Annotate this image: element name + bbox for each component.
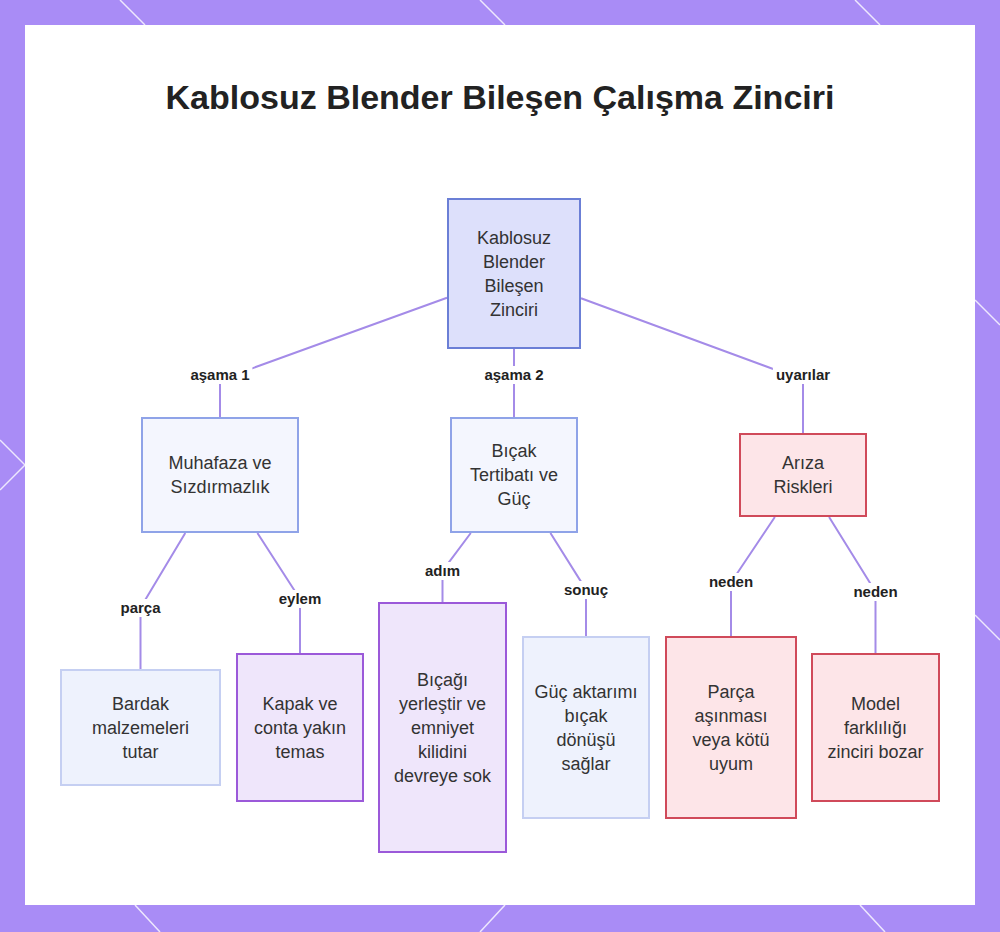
- edge-label: uyarılar: [773, 366, 833, 384]
- node-text: Kapak ve conta yakın temas: [248, 692, 352, 764]
- part-box: Bardak malzemeleri tutar: [60, 669, 221, 786]
- edge-label: parça: [117, 599, 163, 617]
- node-text: Parça aşınması veya kötü uyum: [677, 680, 785, 776]
- node-text: Bardak malzemeleri tutar: [72, 692, 209, 764]
- edge-label: aşama 2: [481, 366, 546, 384]
- node-text-group: Model farklılığı zinciri bozar: [823, 692, 928, 764]
- node-text-group: Bardak malzemeleri tutar: [72, 692, 209, 764]
- node-text-group: Bıçak Tertibatı ve Güç: [462, 439, 566, 511]
- node-text: Model farklılığı zinciri bozar: [823, 692, 928, 764]
- node-text-group: Kapak ve conta yakın temas: [248, 692, 352, 764]
- edge-label: aşama 1: [187, 366, 252, 384]
- connector-line: [581, 298, 803, 433]
- cause-box: Model farklılığı zinciri bozar: [811, 653, 940, 802]
- node-text: Muhafaza ve Sızdırmazlık: [153, 451, 287, 499]
- connector-line: [220, 298, 447, 417]
- action-box: Kapak ve conta yakın temas: [236, 653, 364, 802]
- cause-box: Parça aşınması veya kötü uyum: [665, 636, 797, 819]
- action-box: Bıçağı yerleştir ve emniyet kilidini dev…: [378, 602, 507, 853]
- node-text: Bıçağı yerleştir ve emniyet kilidini dev…: [390, 668, 495, 788]
- edge-label: adım: [422, 562, 463, 580]
- node-text-group: Muhafaza ve Sızdırmazlık: [153, 451, 287, 499]
- root-box: Kablosuz Blender Bileşen Zinciri: [447, 198, 581, 349]
- edge-label: eylem: [276, 590, 325, 608]
- node-text-group: Parça aşınması veya kötü uyum: [677, 680, 785, 776]
- diagram-title: Kablosuz Blender Bileşen Çalışma Zinciri: [150, 74, 850, 120]
- node-text-group: Bıçağı yerleştir ve emniyet kilidini dev…: [390, 668, 495, 788]
- node-text: Arıza Riskleri: [751, 451, 855, 499]
- node-text: Güç aktarımı bıçak dönüşü sağlar: [534, 680, 638, 776]
- node-text-group: Arıza Riskleri: [751, 451, 855, 499]
- node-text: Kablosuz Blender Bileşen Zinciri: [459, 226, 569, 322]
- edge-label: neden: [850, 583, 900, 601]
- node-text-group: Kablosuz Blender Bileşen Zinciri: [459, 226, 569, 322]
- node-text: Bıçak Tertibatı ve Güç: [462, 439, 566, 511]
- stage-box: Bıçak Tertibatı ve Güç: [450, 417, 578, 533]
- edge-label: neden: [706, 573, 756, 591]
- node-text-group: Güç aktarımı bıçak dönüşü sağlar: [534, 680, 638, 776]
- stage-box: Muhafaza ve Sızdırmazlık: [141, 417, 299, 533]
- risk-box: Arıza Riskleri: [739, 433, 867, 517]
- result-box: Güç aktarımı bıçak dönüşü sağlar: [522, 636, 650, 819]
- edge-label: sonuç: [561, 581, 611, 599]
